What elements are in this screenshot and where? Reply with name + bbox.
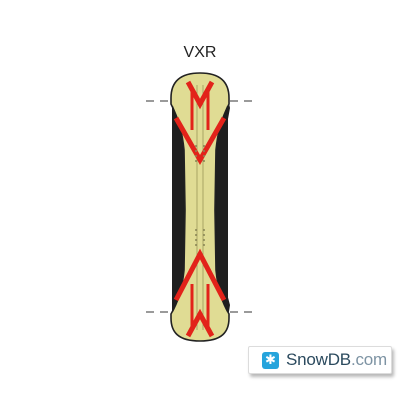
badge-suffix: .com	[350, 350, 387, 369]
left-sidewall	[172, 106, 184, 312]
snowdb-badge[interactable]: ✱ SnowDB.com	[248, 346, 392, 374]
snowflake-icon: ✱	[262, 351, 279, 369]
right-sidewall	[216, 106, 228, 312]
badge-name: SnowDB	[286, 350, 351, 369]
nose-stripe-inner	[185, 80, 215, 110]
tail-stripe-outer	[173, 248, 227, 302]
nose-stripe-outer	[173, 116, 227, 166]
front-insert-holes	[195, 145, 205, 162]
badge-label: SnowDB.com	[286, 350, 387, 370]
rear-insert-holes	[195, 229, 205, 246]
board-title: VXR	[183, 44, 217, 61]
